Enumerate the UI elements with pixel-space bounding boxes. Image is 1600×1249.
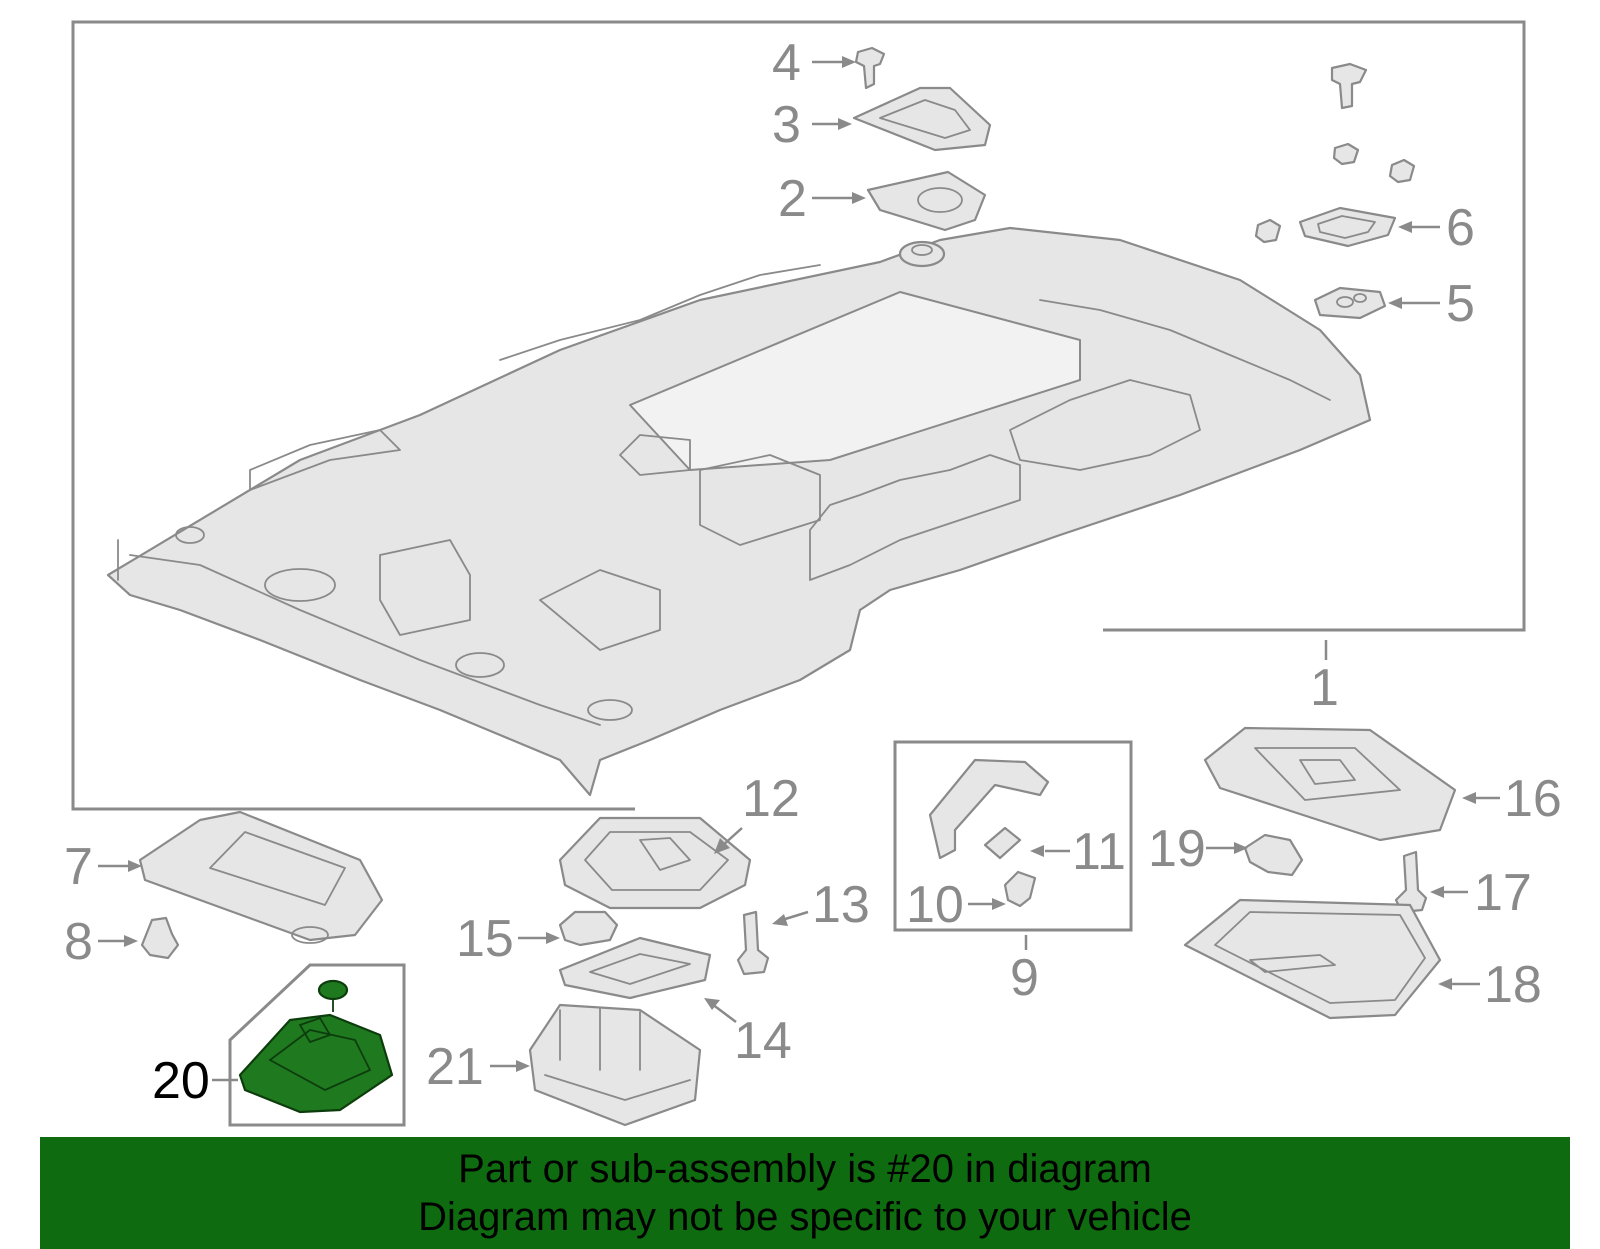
callout-21: 21 xyxy=(426,1038,484,1096)
headliner-part-1 xyxy=(106,226,1372,797)
map-lamp-part-12 xyxy=(558,816,752,910)
callout-12: 12 xyxy=(742,770,800,828)
housing-part-21 xyxy=(528,1003,702,1127)
callout-9: 9 xyxy=(1010,949,1039,1007)
callout-19: 19 xyxy=(1148,820,1206,878)
callout-15: 15 xyxy=(456,910,514,968)
callout-11: 11 xyxy=(1072,823,1126,881)
plate-part-5 xyxy=(1313,286,1387,320)
console-part-16 xyxy=(1203,726,1457,842)
clip-part-10 xyxy=(1003,870,1037,908)
leader-lines xyxy=(98,56,1500,1082)
bracket-part-3 xyxy=(852,86,992,152)
highlighted-part-20 xyxy=(238,979,394,1114)
pad-part-6 xyxy=(1298,206,1397,248)
cap-part-11 xyxy=(983,826,1022,860)
bolt-part-17 xyxy=(1394,850,1428,914)
banner-line-2: Diagram may not be specific to your vehi… xyxy=(418,1195,1192,1239)
callout-numbers: 4 3 2 6 5 1 7 8 9 10 11 12 13 14 15 16 1… xyxy=(64,34,1562,1110)
callout-14: 14 xyxy=(734,1012,792,1070)
callout-8: 8 xyxy=(64,913,93,971)
grommet xyxy=(898,240,946,268)
info-banner: Part or sub-assembly is #20 in diagram D… xyxy=(40,1137,1570,1249)
callout-18: 18 xyxy=(1484,956,1542,1014)
callout-6: 6 xyxy=(1446,199,1475,257)
cover-part-18 xyxy=(1183,898,1442,1020)
bulb-part-19 xyxy=(1243,833,1304,877)
bulb-part-15 xyxy=(558,910,619,947)
fastener-set xyxy=(1254,62,1416,244)
lens-part-14 xyxy=(558,936,712,1000)
callout-1: 1 xyxy=(1310,659,1339,717)
cover-part-2 xyxy=(866,170,987,232)
callout-4: 4 xyxy=(772,34,801,92)
headliner-frame xyxy=(71,20,1526,811)
clip-part-4 xyxy=(854,46,886,90)
callout-17: 17 xyxy=(1474,864,1532,922)
sunvisor-part-7 xyxy=(138,810,384,944)
callout-10: 10 xyxy=(906,876,964,934)
callout-20: 20 xyxy=(152,1052,210,1110)
callout-2: 2 xyxy=(778,170,807,228)
callout-16: 16 xyxy=(1504,770,1562,828)
callout-3: 3 xyxy=(772,96,801,154)
grab-handle-group-box xyxy=(893,740,1133,932)
banner-line-1: Part or sub-assembly is #20 in diagram xyxy=(458,1147,1152,1191)
callout-13: 13 xyxy=(812,876,870,934)
grab-handle-part-9 xyxy=(928,758,1050,860)
callout-5: 5 xyxy=(1446,275,1475,333)
holder-part-8 xyxy=(140,916,180,960)
screw-part-13 xyxy=(736,910,770,976)
highlight-box-part-20 xyxy=(228,963,406,1127)
callout-7: 7 xyxy=(64,838,93,896)
